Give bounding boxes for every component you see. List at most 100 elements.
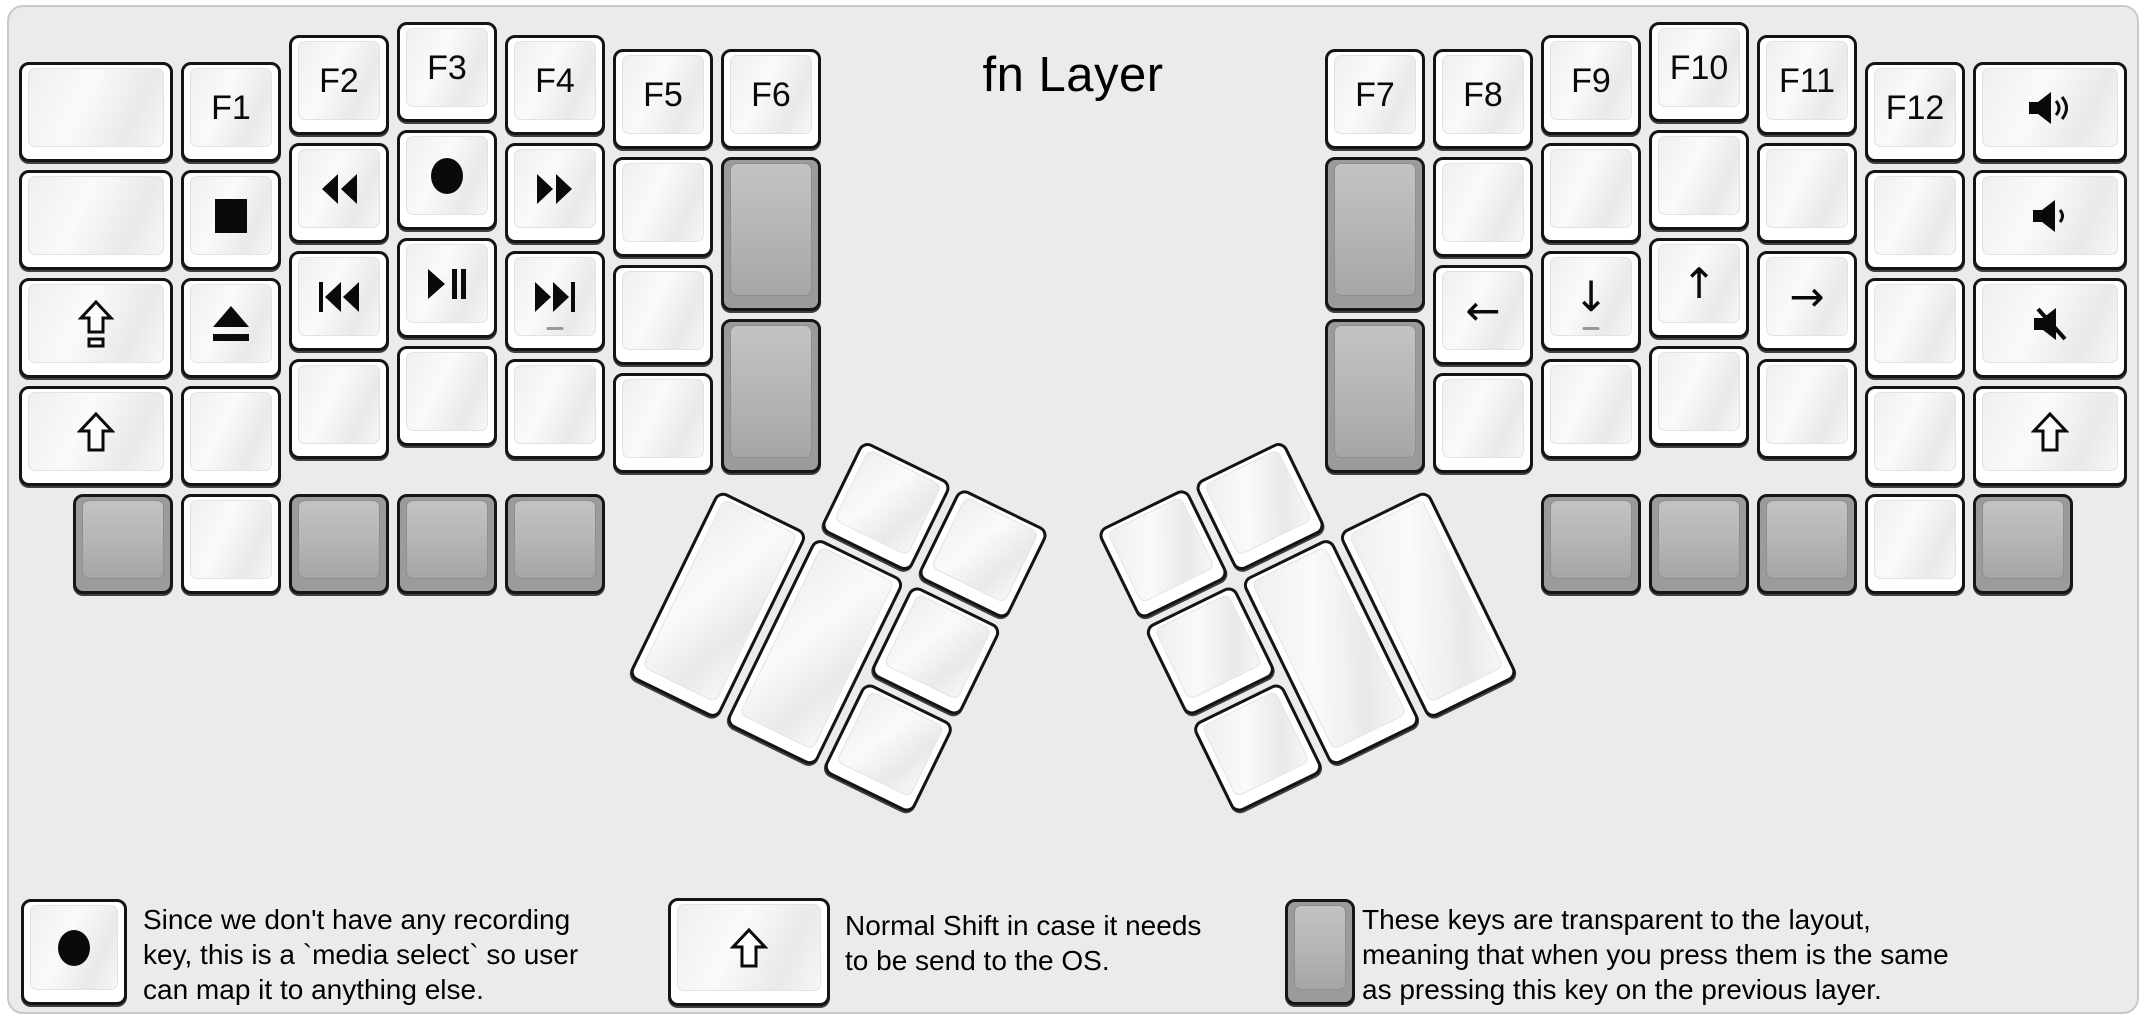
key-blank[interactable] [1541,143,1641,243]
keytop: F4 [514,41,596,120]
keytop [1982,392,2118,471]
key-blank[interactable] [1865,170,1965,270]
next-track-icon [533,281,577,313]
keytop: F6 [730,55,812,134]
key-transparent[interactable] [721,319,821,473]
key-transparent[interactable] [1541,494,1641,594]
key-glyph: ↑ [1681,258,1717,308]
key-rewind[interactable] [289,143,389,243]
key-blank[interactable] [289,359,389,459]
key-transparent[interactable] [1325,157,1425,311]
shift-icon [2031,411,2069,453]
key-blank[interactable] [1433,373,1533,473]
keytop [1550,500,1632,579]
key-shift[interactable] [1973,386,2127,486]
key-next-track[interactable] [505,251,605,351]
key-arrow-right[interactable]: → [1757,251,1857,351]
key-transparent[interactable] [721,157,821,311]
page-title: fn Layer [982,48,1164,102]
key-stop[interactable] [181,170,281,270]
shift-icon [77,411,115,453]
key-f7[interactable]: F7 [1325,49,1425,149]
keytop [833,449,943,556]
key-f3[interactable]: F3 [397,22,497,122]
keytop [836,690,945,798]
key-blank[interactable] [1433,157,1533,257]
stop-icon [214,198,248,234]
key-f8[interactable]: F8 [1433,49,1533,149]
key-f6[interactable]: F6 [721,49,821,149]
key-blank[interactable] [1865,494,1965,594]
key-label: F3 [427,48,467,87]
key-blank[interactable] [19,170,173,270]
key-transparent[interactable] [1973,494,2073,594]
key-blank[interactable] [1757,359,1857,459]
key-transparent[interactable] [1757,494,1857,594]
key-blank[interactable] [181,386,281,486]
key-play-pause[interactable] [397,238,497,338]
key-f11[interactable]: F11 [1757,35,1857,135]
key-transparent[interactable] [1649,494,1749,594]
key-eject[interactable] [181,278,281,378]
key-caps-lock[interactable] [19,278,173,378]
keytop: F12 [1874,68,1956,147]
key-blank[interactable] [613,265,713,365]
key-f5[interactable]: F5 [613,49,713,149]
key-record[interactable] [397,130,497,230]
keytop [514,257,596,336]
key-transparent[interactable] [1325,319,1425,473]
key-blank[interactable] [613,373,713,473]
key-blank[interactable] [505,359,605,459]
key-blank[interactable] [1649,130,1749,230]
key-fast-forward[interactable] [505,143,605,243]
record-icon [428,156,466,196]
key-arrow-left[interactable]: ← [1433,265,1533,365]
key-f1[interactable]: F1 [181,62,281,162]
key-glyph: ← [1465,285,1501,335]
key-volume-down[interactable] [1973,170,2127,270]
key-f4[interactable]: F4 [505,35,605,135]
key-f9[interactable]: F9 [1541,35,1641,135]
keytop [190,500,272,579]
keytop [1203,449,1313,556]
play-pause-icon [426,268,468,300]
key-blank[interactable] [397,346,497,446]
keytop [883,593,992,701]
key-blank[interactable] [613,157,713,257]
key-blank[interactable] [181,494,281,594]
key-blank[interactable] [19,62,173,162]
key-volume-up[interactable] [1973,62,2127,162]
key-transparent[interactable] [73,494,173,594]
key-blank[interactable] [1541,359,1641,459]
key-blank[interactable] [1757,143,1857,243]
key-f12[interactable]: F12 [1865,62,1965,162]
keytop [1982,284,2118,363]
mute-icon [2029,304,2071,344]
keytop [1982,176,2118,255]
keytop [1658,500,1740,579]
keytop [1442,163,1524,242]
key-blank[interactable] [1865,278,1965,378]
fast-forward-icon [535,173,575,205]
key-prev-track[interactable] [289,251,389,351]
key-blank[interactable] [1865,386,1965,486]
key-blank[interactable] [1649,346,1749,446]
keytop [28,68,164,147]
key-f10[interactable]: F10 [1649,22,1749,122]
key-f2[interactable]: F2 [289,35,389,135]
key-transparent[interactable] [397,494,497,594]
key-arrow-up[interactable]: ↑ [1649,238,1749,338]
key-label: F6 [751,75,791,114]
rewind-icon [319,173,359,205]
key-transparent[interactable] [505,494,605,594]
key-transparent[interactable] [289,494,389,594]
keytop: F7 [1334,55,1416,134]
key-label: F12 [1885,88,1945,127]
key-mute[interactable] [1973,278,2127,378]
key-shift[interactable] [19,386,173,486]
keytop: F8 [1442,55,1524,134]
key-arrow-down[interactable]: ↓ [1541,251,1641,351]
keytop [28,176,164,255]
keytop [1106,496,1216,604]
keytop: → [1766,257,1848,336]
